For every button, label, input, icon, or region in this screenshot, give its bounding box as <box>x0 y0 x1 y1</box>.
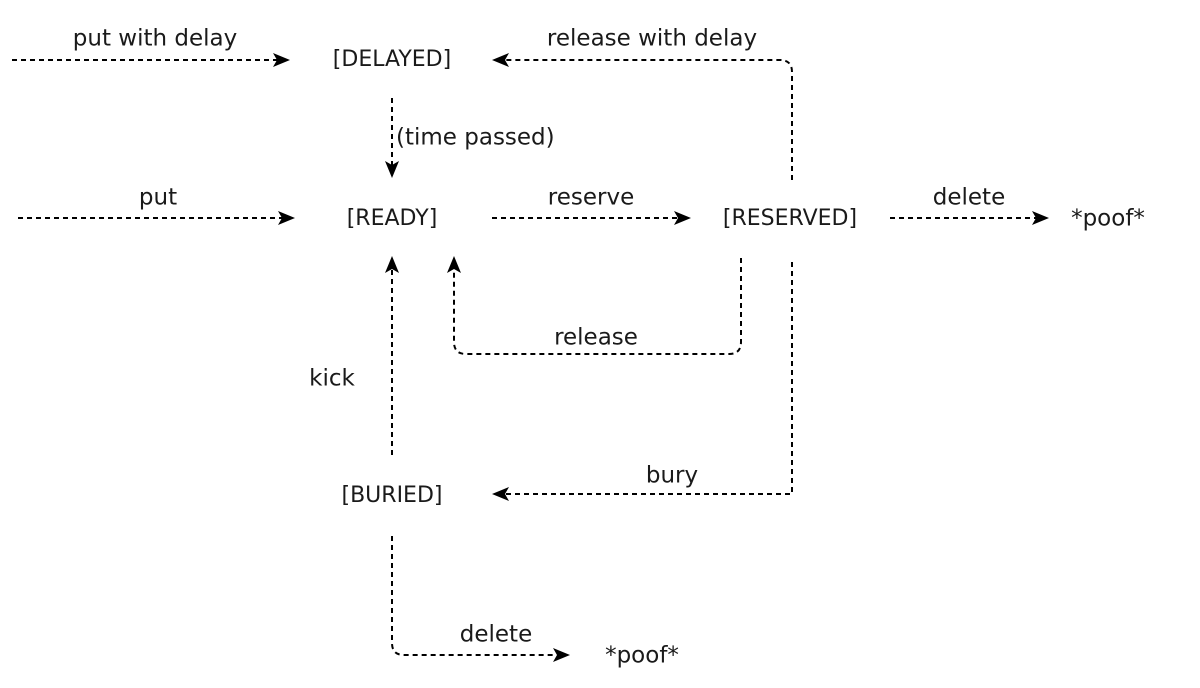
label-time-passed: (time passed) <box>396 125 555 151</box>
state-buried: [BURIED] <box>342 483 443 508</box>
label-reserve: reserve <box>548 185 634 211</box>
state-ready: [READY] <box>347 206 438 231</box>
edge-release <box>447 256 742 355</box>
state-reserved: [RESERVED] <box>723 206 857 231</box>
state-delayed: [DELAYED] <box>333 47 451 72</box>
label-kick: kick <box>309 366 355 392</box>
edge-put <box>18 211 295 225</box>
edge-release-with-delay <box>492 53 793 180</box>
edge-kick <box>385 256 399 455</box>
edge-bury <box>492 262 793 501</box>
terminal-poof-buried: *poof* <box>605 643 679 669</box>
edge-reserve <box>492 211 691 225</box>
edge-put-with-delay <box>12 53 290 67</box>
edge-delete-reserved <box>890 211 1049 225</box>
terminal-poof-reserved: *poof* <box>1071 206 1145 232</box>
label-delete-buried: delete <box>460 622 532 648</box>
label-bury: bury <box>646 463 698 489</box>
label-release: release <box>554 325 638 351</box>
label-delete-reserved: delete <box>933 185 1005 211</box>
label-put-with-delay: put with delay <box>73 26 237 52</box>
label-release-with-delay: release with delay <box>547 26 757 52</box>
edge-time-passed <box>385 98 399 178</box>
label-put: put <box>139 185 177 211</box>
edge-delete-buried <box>391 536 570 662</box>
